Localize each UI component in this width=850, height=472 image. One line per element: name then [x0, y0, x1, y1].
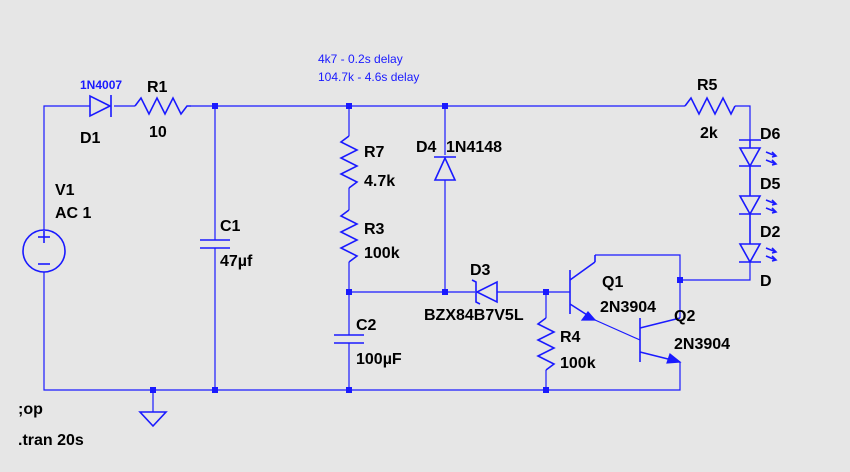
d6-ref-label: D6 — [760, 126, 781, 143]
wire-q1-collector — [595, 254, 681, 318]
capacitor-c1[interactable] — [200, 239, 230, 249]
delay-note-1: 4k7 - 0.2s delay — [318, 52, 403, 66]
v1-value-label: AC 1 — [55, 205, 92, 222]
wire-v1-bottom — [43, 272, 681, 391]
led-light-icon — [765, 151, 778, 166]
transistor-q2-arrow — [666, 352, 682, 364]
v1-ref-label: V1 — [55, 182, 75, 199]
junction — [346, 387, 352, 393]
led-d2[interactable] — [738, 236, 778, 264]
r1-value-label: 10 — [149, 124, 167, 141]
d-ref-label: D — [760, 273, 772, 290]
q1-value-label: 2N3904 — [600, 299, 656, 316]
capacitor-c2[interactable] — [334, 334, 364, 344]
c2-value-label: 100µF — [356, 351, 402, 368]
tran-directive[interactable]: .tran 20s — [18, 432, 84, 449]
diode-d1[interactable] — [89, 94, 112, 118]
resistor-r7[interactable] — [339, 135, 359, 189]
r5-value-label: 2k — [700, 125, 718, 142]
led-light-icon — [765, 199, 778, 214]
junction — [543, 289, 549, 295]
source-v1-body — [22, 229, 66, 273]
led-d5-body — [738, 195, 762, 216]
transistor-q2-collector — [639, 317, 681, 329]
labels: 1N4007 D1 R1 10 V1 AC 1 C1 47µf 4k7 - 0.… — [18, 52, 781, 449]
ground-icon — [138, 411, 168, 428]
q1-ref-label: Q1 — [602, 274, 623, 291]
junction — [150, 387, 156, 393]
d3-value-label: BZX84B7V5L — [424, 307, 524, 324]
r1-ref-label: R1 — [147, 79, 168, 96]
wire-v1-top — [43, 105, 90, 230]
led-d2-body — [738, 243, 762, 264]
d1-ref-label: D1 — [80, 130, 101, 147]
resistor-r5[interactable] — [684, 96, 736, 116]
led-d5[interactable] — [738, 188, 778, 236]
delay-note-2: 104.7k - 4.6s delay — [318, 70, 419, 84]
transistor-q2[interactable] — [639, 317, 682, 364]
c2-ref-label: C2 — [356, 317, 377, 334]
diode-d1-body — [89, 94, 112, 118]
diode-d4-body — [433, 156, 457, 181]
junction — [212, 387, 218, 393]
q2-ref-label: Q2 — [674, 308, 695, 325]
resistor-r3[interactable] — [339, 209, 359, 263]
d4-value-label: 1N4148 — [446, 139, 502, 156]
wire-q1e-q2b — [594, 319, 641, 341]
d3-ref-label: D3 — [470, 262, 491, 279]
transistor-q1-collector — [569, 261, 596, 281]
junction — [442, 103, 448, 109]
junction — [543, 387, 549, 393]
junction — [346, 103, 352, 109]
r4-value-label: 100k — [560, 355, 596, 372]
resistor-r4[interactable] — [536, 317, 556, 371]
resistor-r1[interactable] — [134, 96, 191, 116]
junction — [212, 103, 218, 109]
c1-value-label: 47µf — [220, 253, 253, 270]
d4-ref-label: D4 — [416, 139, 437, 156]
diode-d4[interactable] — [433, 156, 457, 181]
r5-ref-label: R5 — [697, 77, 718, 94]
source-v1[interactable] — [22, 229, 66, 273]
d2-ref-label: D2 — [760, 224, 781, 241]
wire-r5-led — [735, 105, 751, 140]
transistor-q1-arrow — [580, 311, 597, 321]
junction — [442, 289, 448, 295]
r7-value-label: 4.7k — [364, 173, 395, 190]
r3-ref-label: R3 — [364, 221, 385, 238]
junctions — [150, 103, 683, 393]
transistor-q1[interactable] — [569, 255, 597, 321]
zener-d3-bar — [471, 279, 481, 305]
junction — [677, 277, 683, 283]
led-light-icon — [765, 247, 778, 262]
r7-ref-label: R7 — [364, 144, 385, 161]
d1-part-label: 1N4007 — [80, 78, 122, 92]
d5-ref-label: D5 — [760, 176, 781, 193]
zener-d3-body — [475, 280, 498, 304]
wire-led-collector — [680, 262, 751, 281]
junction — [346, 289, 352, 295]
wires — [43, 105, 751, 412]
op-directive[interactable]: ;op — [18, 401, 43, 418]
c1-ref-label: C1 — [220, 218, 241, 235]
r3-value-label: 100k — [364, 245, 400, 262]
q2-value-label: 2N3904 — [674, 336, 730, 353]
led-d6[interactable] — [738, 139, 778, 188]
zener-d3[interactable] — [471, 279, 498, 305]
r4-ref-label: R4 — [560, 329, 581, 346]
led-d6-body — [738, 147, 762, 168]
